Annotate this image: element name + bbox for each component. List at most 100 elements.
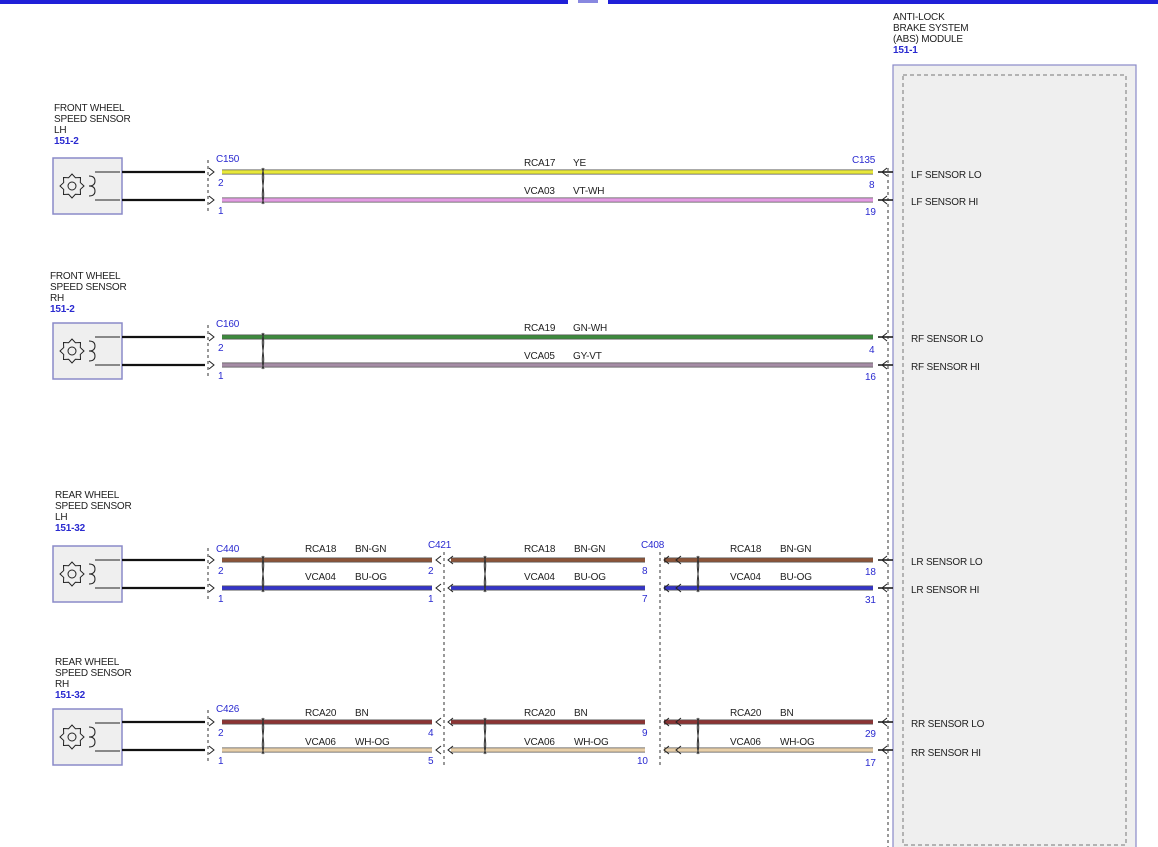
- connector-terminal-icon: [881, 332, 888, 342]
- connector-terminal-icon: [663, 555, 670, 565]
- pin-number: 29: [865, 729, 876, 740]
- wire-color-label: BU-OG: [574, 572, 606, 583]
- twisted-pair-marker: [261, 555, 265, 593]
- connector-label: C135: [852, 155, 876, 166]
- circuit-label: RCA20: [524, 708, 556, 719]
- module-pin-label: LR SENSOR HI: [911, 585, 980, 596]
- wire-color-label: BN-GN: [355, 544, 387, 555]
- twisted-pair-marker: [261, 717, 265, 755]
- connector-terminal-icon: [208, 583, 215, 593]
- pin-number: 1: [428, 594, 434, 605]
- pin-number: 2: [218, 178, 224, 189]
- connector-terminal-icon: [208, 332, 215, 342]
- circuit-label: VCA06: [305, 737, 336, 748]
- connector-label: C160: [216, 319, 240, 330]
- circuit-label: RCA18: [524, 544, 556, 555]
- twisted-pair-marker: [261, 332, 265, 370]
- circuit-label: RCA18: [730, 544, 762, 555]
- sensor-box: [52, 322, 123, 380]
- gear-hub-icon: [67, 569, 77, 579]
- wire-color-label: BN: [355, 708, 369, 719]
- wire-color-label: BN: [574, 708, 588, 719]
- sensor-box: [52, 545, 123, 603]
- wire-color-label: VT-WH: [573, 186, 605, 197]
- connector-label: C150: [216, 154, 240, 165]
- connector-terminal-icon: [881, 555, 888, 565]
- pin-number: 2: [218, 566, 224, 577]
- abs-module-box: [892, 64, 1137, 847]
- circuit-label: RCA20: [730, 708, 762, 719]
- pin-number: 9: [642, 728, 648, 739]
- module-pin-label: LF SENSOR HI: [911, 197, 979, 208]
- wire-color-label: WH-OG: [780, 737, 815, 748]
- sensor-label-front-rh: FRONT WHEEL SPEED SENSOR RH 151-2: [50, 271, 127, 315]
- circuit-label: VCA03: [524, 186, 555, 197]
- page-marker: [578, 0, 598, 3]
- connector-terminal-icon: [663, 717, 670, 727]
- pin-number: 18: [865, 567, 876, 578]
- connector-terminal-icon: [208, 360, 215, 370]
- twisted-pair-marker: [261, 167, 265, 205]
- pin-number: 17: [865, 758, 876, 769]
- coil-icon: [88, 563, 96, 585]
- header-bar: [0, 0, 568, 4]
- circuit-label: VCA04: [730, 572, 761, 583]
- twisted-pair-marker: [483, 555, 487, 593]
- pin-number: 4: [869, 345, 875, 356]
- connector-terminal-icon: [435, 745, 442, 755]
- coil-icon: [88, 726, 96, 748]
- module-pin-label: LF SENSOR LO: [911, 170, 982, 181]
- pin-number: 5: [428, 756, 434, 767]
- module-pin-label: RR SENSOR HI: [911, 748, 981, 759]
- pin-number: 16: [865, 372, 876, 383]
- connector-terminal-icon: [447, 583, 454, 593]
- pin-number: 2: [428, 566, 434, 577]
- module-pin-label: LR SENSOR LO: [911, 557, 983, 568]
- pin-number: 10: [637, 756, 648, 767]
- connector-terminal-icon: [447, 555, 454, 565]
- abs-module-label: ANTI-LOCK BRAKE SYSTEM (ABS) MODULE 151-…: [893, 12, 969, 56]
- connector-terminal-icon: [435, 555, 442, 565]
- circuit-label: VCA04: [305, 572, 336, 583]
- connector-terminal-icon: [435, 583, 442, 593]
- pin-number: 1: [218, 756, 224, 767]
- wire-color-label: WH-OG: [355, 737, 390, 748]
- pin-number: 19: [865, 207, 876, 218]
- pin-number: 1: [218, 206, 224, 217]
- pin-number: 2: [218, 728, 224, 739]
- connector-terminal-icon: [208, 195, 215, 205]
- connector-label: C421: [428, 540, 452, 551]
- gear-hub-icon: [67, 732, 77, 742]
- gear-hub-icon: [67, 346, 77, 356]
- connector-terminal-icon: [435, 717, 442, 727]
- pin-number: 1: [218, 594, 224, 605]
- gear-hub-icon: [67, 181, 77, 191]
- circuit-label: RCA17: [524, 158, 556, 169]
- wire-color-label: YE: [573, 158, 586, 169]
- gear-icon: [59, 724, 85, 750]
- sensor-label-rear-lh: REAR WHEEL SPEED SENSOR LH 151-32: [55, 490, 132, 534]
- wire-color-label: WH-OG: [574, 737, 609, 748]
- wire-color-label: BN-GN: [780, 544, 812, 555]
- wire-color-label: GY-VT: [573, 351, 602, 362]
- connector-terminal-icon: [208, 555, 215, 565]
- connector-terminal-icon: [663, 583, 670, 593]
- connector-terminal-icon: [881, 167, 888, 177]
- connector-terminal-icon: [675, 555, 682, 565]
- connector-label: C440: [216, 544, 240, 555]
- pin-number: 8: [869, 180, 875, 191]
- circuit-label: VCA04: [524, 572, 555, 583]
- sensor-label-front-lh: FRONT WHEEL SPEED SENSOR LH 151-2: [54, 103, 131, 147]
- connector-terminal-icon: [881, 745, 888, 755]
- pin-number: 2: [218, 343, 224, 354]
- sensor-box: [52, 708, 123, 766]
- connector-terminal-icon: [208, 717, 215, 727]
- twisted-pair-marker: [483, 717, 487, 755]
- connector-terminal-icon: [881, 583, 888, 593]
- twisted-pair-marker: [696, 717, 700, 755]
- connector-terminal-icon: [208, 167, 215, 177]
- twisted-pair-marker: [696, 555, 700, 593]
- wire-color-label: GN-WH: [573, 323, 607, 334]
- circuit-label: RCA18: [305, 544, 337, 555]
- gear-icon: [59, 561, 85, 587]
